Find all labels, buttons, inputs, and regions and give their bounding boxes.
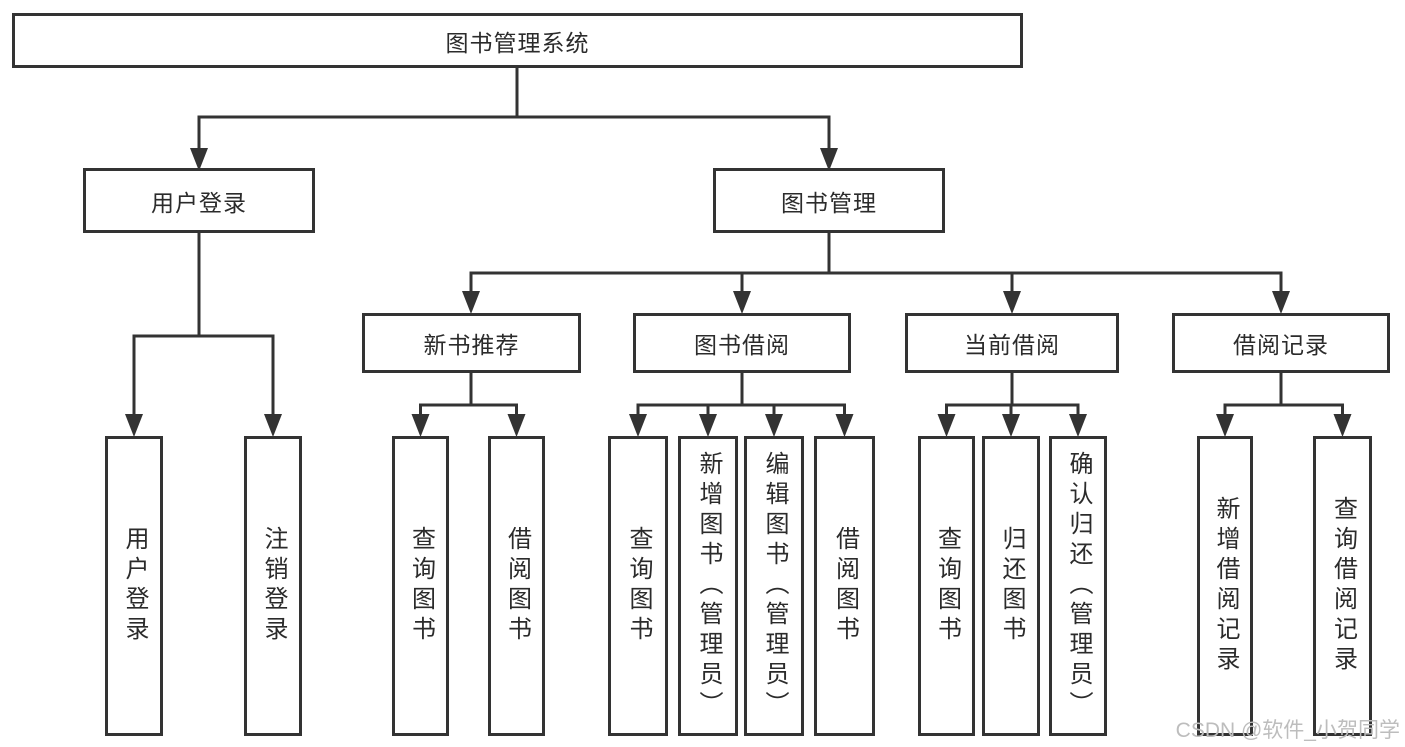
leaf-user-login-label: 用户登录 — [121, 526, 148, 646]
leaf-borrow-books-1: 借阅图书 — [488, 436, 545, 736]
leaf-user-login: 用户登录 — [105, 436, 163, 736]
leaf-logout: 注销登录 — [244, 436, 302, 736]
leaf-borrow-books-2: 借阅图书 — [814, 436, 875, 736]
node-user-login: 用户登录 — [83, 168, 315, 233]
leaf-edit-book-admin-label: 编辑图书（管理员） — [761, 451, 788, 721]
node-user-login-label: 用户登录 — [151, 189, 247, 216]
leaf-query-books-3: 查询图书 — [918, 436, 975, 736]
leaf-query-books-2: 查询图书 — [608, 436, 668, 736]
leaf-query-books-1-label: 查询图书 — [407, 526, 435, 646]
leaf-add-book-admin-label: 新增图书（管理员） — [695, 451, 722, 721]
node-root-label: 图书管理系统 — [445, 29, 590, 56]
leaf-borrow-books-1-label: 借阅图书 — [503, 526, 531, 646]
leaf-add-book-admin: 新增图书（管理员） — [678, 436, 738, 736]
node-borrow-records-label: 借阅记录 — [1233, 332, 1329, 358]
node-current-borrow-label: 当前借阅 — [964, 332, 1060, 358]
leaf-logout-label: 注销登录 — [260, 526, 287, 646]
watermark: CSDN @软件_小贺同学 — [1175, 719, 1400, 742]
node-book-borrow: 图书借阅 — [633, 313, 851, 373]
node-book-management-label: 图书管理 — [781, 189, 877, 216]
leaf-query-books-3-label: 查询图书 — [933, 526, 961, 646]
leaf-return-book-label: 归还图书 — [998, 526, 1025, 646]
node-root: 图书管理系统 — [12, 13, 1023, 68]
leaf-query-borrow-record: 查询借阅记录 — [1313, 436, 1372, 736]
leaf-query-books-1: 查询图书 — [392, 436, 449, 736]
node-new-book-recommend-label: 新书推荐 — [423, 332, 520, 358]
leaf-query-books-2-label: 查询图书 — [625, 526, 652, 646]
leaf-confirm-return-admin: 确认归还（管理员） — [1049, 436, 1107, 736]
leaf-borrow-books-2-label: 借阅图书 — [831, 526, 859, 646]
node-borrow-records: 借阅记录 — [1172, 313, 1390, 373]
node-book-borrow-label: 图书借阅 — [694, 332, 790, 358]
leaf-add-borrow-record-label: 新增借阅记录 — [1212, 496, 1239, 676]
node-new-book-recommend: 新书推荐 — [362, 313, 581, 373]
leaf-return-book: 归还图书 — [982, 436, 1040, 736]
leaf-add-borrow-record: 新增借阅记录 — [1197, 436, 1253, 736]
node-current-borrow: 当前借阅 — [905, 313, 1119, 373]
node-book-management: 图书管理 — [713, 168, 945, 233]
leaf-query-borrow-record-label: 查询借阅记录 — [1329, 496, 1357, 676]
leaf-confirm-return-admin-label: 确认归还（管理员） — [1065, 451, 1092, 721]
leaf-edit-book-admin: 编辑图书（管理员） — [744, 436, 804, 736]
